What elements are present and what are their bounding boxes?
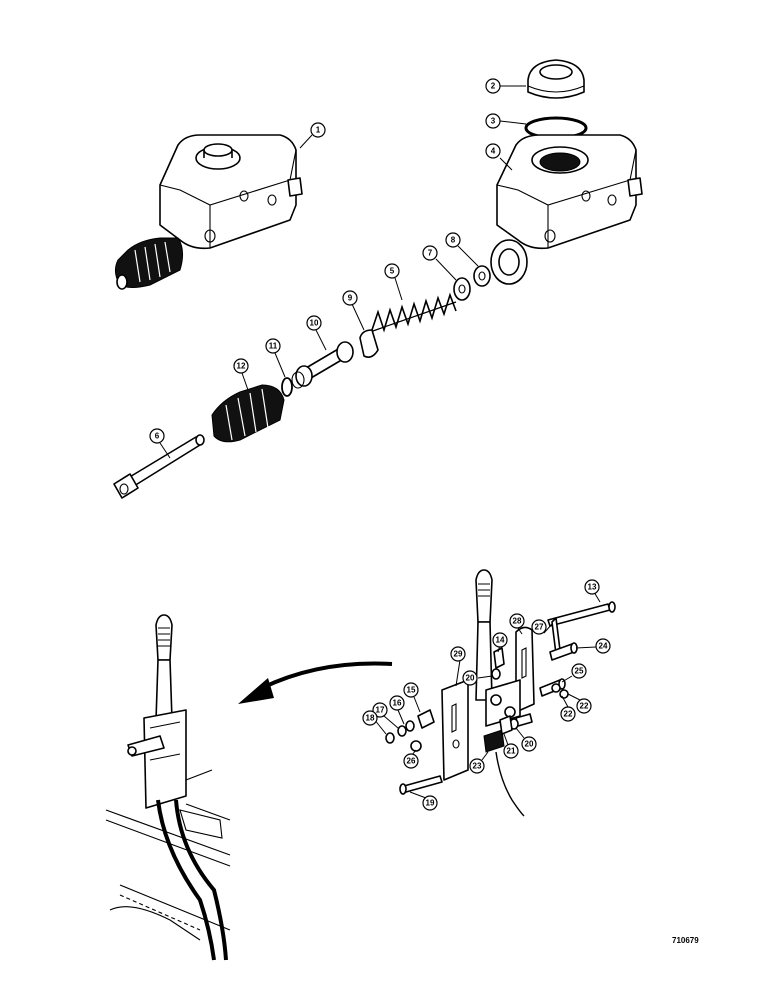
- callout-label: 4: [491, 147, 496, 156]
- piston: [291, 341, 354, 389]
- callout-label: 3: [491, 117, 496, 126]
- callout-label: 23: [473, 762, 482, 771]
- callout-23: 23: [469, 751, 489, 774]
- callout-25: 25: [561, 663, 587, 683]
- callout-label: 28: [513, 617, 522, 626]
- callout-26: 26: [403, 749, 419, 769]
- callout-label: 25: [575, 667, 584, 676]
- callout-13: 13: [584, 579, 601, 603]
- callout-21: 21: [503, 733, 519, 759]
- callout-label: 11: [269, 342, 278, 351]
- callout-label: 18: [366, 714, 375, 723]
- callout-label: 17: [376, 706, 385, 715]
- callout-27: 27: [531, 619, 553, 635]
- callout-20b: 20: [515, 727, 537, 752]
- dust-boot: [211, 384, 285, 443]
- callout-label: 21: [507, 747, 516, 756]
- callout-label: 29: [454, 650, 463, 659]
- callout-label: 19: [426, 799, 435, 808]
- callout-18: 18: [362, 710, 387, 735]
- callout-5: 5: [384, 263, 403, 301]
- callout-label: 26: [407, 757, 416, 766]
- callout-12: 12: [233, 358, 249, 391]
- callout-17: 17: [372, 702, 399, 729]
- callout-label: 27: [535, 623, 544, 632]
- callout-3: 3: [485, 113, 527, 129]
- callout-label: 16: [393, 699, 402, 708]
- callout-label: 15: [407, 686, 416, 695]
- callout-24: 24: [575, 638, 611, 654]
- callout-label: 13: [588, 583, 597, 592]
- callout-label: 14: [496, 636, 505, 645]
- callout-label: 9: [348, 294, 353, 303]
- callout-label: 20: [525, 740, 534, 749]
- callout-label: 1: [316, 126, 321, 135]
- callout-14: 14: [492, 632, 508, 653]
- callout-8: 8: [445, 232, 479, 267]
- callout-label: 12: [237, 362, 246, 371]
- filler-cap: [527, 59, 585, 99]
- callout-label: 7: [428, 249, 433, 258]
- master-cylinder-body: [490, 134, 643, 285]
- callout-22a: 22: [560, 695, 576, 722]
- callout-7: 7: [422, 245, 457, 281]
- callout-6: 6: [149, 428, 171, 459]
- callout-label: 22: [580, 702, 589, 711]
- retaining-ring: [281, 377, 293, 397]
- callout-label: 10: [310, 319, 319, 328]
- callout-label: 5: [390, 267, 395, 276]
- check-valve-seat: [453, 277, 471, 301]
- callout-11: 11: [265, 338, 286, 378]
- callout-9: 9: [342, 290, 365, 331]
- primary-cup: [359, 329, 379, 358]
- callout-16: 16: [389, 695, 405, 725]
- master-cylinder-assembled: [114, 134, 303, 290]
- spring: [369, 292, 457, 333]
- installed-lever-view: [105, 614, 231, 961]
- callout-20a: 20: [462, 670, 493, 686]
- direction-arrow: [238, 661, 393, 704]
- callout-15: 15: [403, 682, 421, 713]
- callout-4: 4: [485, 143, 513, 171]
- callout-19: 19: [409, 791, 438, 811]
- callout-29: 29: [450, 646, 466, 687]
- washer: [473, 265, 491, 287]
- callout-28: 28: [509, 613, 525, 635]
- callout-label: 20: [466, 674, 475, 683]
- callout-label: 2: [491, 82, 496, 91]
- callout-label: 6: [155, 432, 160, 441]
- callout-2: 2: [485, 78, 526, 94]
- exploded-lever-assembly: [385, 569, 616, 817]
- callout-label: 24: [599, 642, 608, 651]
- callout-22b: 22: [567, 693, 592, 714]
- callout-label: 8: [451, 236, 456, 245]
- drawing-number: 710679: [672, 936, 699, 945]
- callout-label: 22: [564, 710, 573, 719]
- callout-10: 10: [306, 315, 327, 351]
- callout-1: 1: [299, 122, 326, 149]
- push-rod: [113, 434, 205, 499]
